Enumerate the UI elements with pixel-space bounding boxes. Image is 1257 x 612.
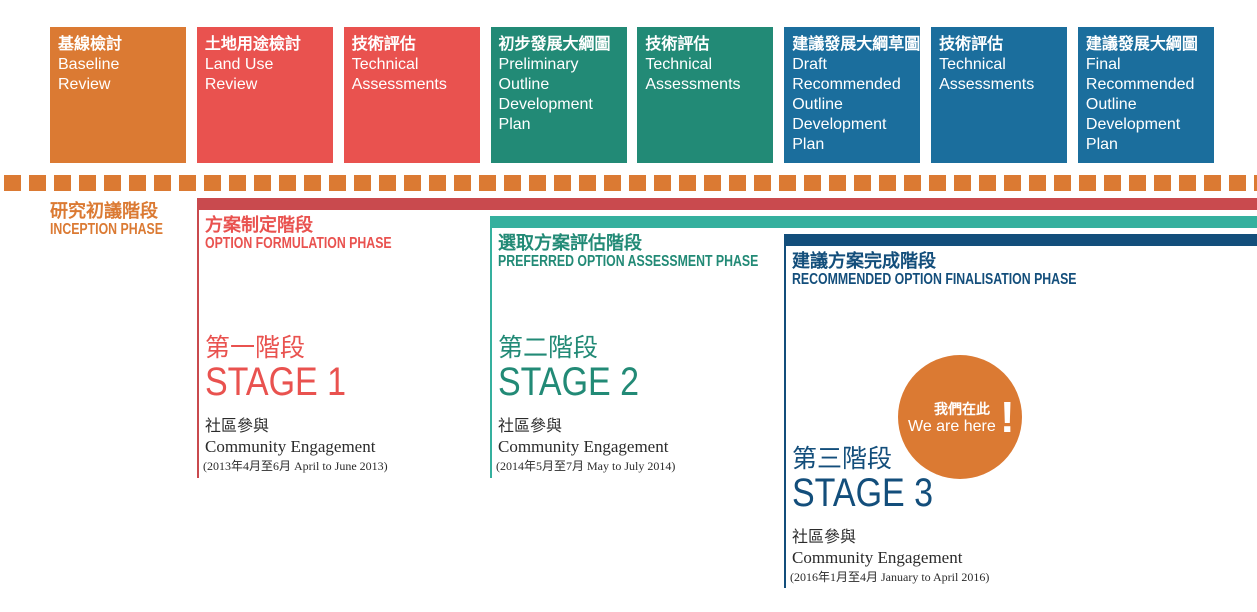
preferred-option-phase-label: 選取方案評估階段 PREFERRED OPTION ASSESSMENT PHA… [498, 232, 798, 272]
task-title-en-line: Development [1085, 116, 1181, 133]
task-box-draft-recommended-odp: 建議發展大綱草圖 Draft Recommended Outline Devel… [784, 27, 920, 163]
task-title-zh: 建議發展大綱圖 [1085, 36, 1198, 53]
task-title-en-line: Review [58, 76, 111, 93]
task-title-zh: 初步發展大綱圖 [498, 36, 611, 53]
task-title-en-line: Draft [792, 56, 827, 73]
task-title-en-line: Outline [792, 96, 843, 113]
phase-title-zh: 方案制定階段 [205, 215, 313, 235]
task-box-final-recommended-odp: 建議發展大綱圖 Final Recommended Outline Develo… [1077, 27, 1214, 163]
task-title-zh: 基線檢討 [58, 36, 123, 53]
recommended-option-phase-line [784, 234, 786, 588]
preferred-option-phase-bar [490, 216, 1257, 228]
option-formulation-phase-bar [197, 198, 1257, 210]
stage-2: 第二階段 STAGE 2 社區參與 Community Engagement (… [496, 333, 748, 478]
engagement-period: (2014年5月至7月 May to July 2014) [496, 459, 676, 473]
task-box-land-use-review: 土地用途檢討 Land Use Review [196, 27, 333, 163]
phase-title-zh: 選取方案評估階段 [498, 233, 642, 253]
task-title-en-line: Technical [351, 56, 419, 73]
stage-title-zh: 第二階段 [498, 334, 599, 362]
phase-title-en: INCEPTION PHASE [50, 221, 163, 238]
stage-3: 第三階段 STAGE 3 社區參與 Community Engagement (… [790, 444, 1042, 589]
task-box-technical-assessments-3: 技術評估 Technical Assessments [931, 27, 1068, 163]
task-title-en-line: Plan [1085, 136, 1118, 153]
inception-phase-label: 研究初議階段 INCEPTION PHASE [50, 200, 350, 240]
task-title-en-line: Development [792, 116, 887, 133]
engagement-label-zh: 社區參與 [498, 418, 563, 435]
task-title-en-line: Land Use [204, 56, 274, 73]
engagement-period: (2013年4月至6月 April to June 2013) [203, 459, 388, 473]
task-title-en-line: Plan [498, 116, 531, 133]
task-box-technical-assessments-1: 技術評估 Technical Assessments [343, 27, 480, 163]
engagement-label-en: Community Engagement [205, 437, 376, 456]
we-are-here-marker: 我們在此 We are here ! [898, 355, 1022, 479]
task-box-baseline-review: 基線檢討 Baseline Review [50, 27, 186, 163]
we-are-here-label-en: We are here [908, 418, 996, 435]
phase-title-en: OPTION FORMULATION PHASE [205, 235, 392, 252]
task-title-en-line: Technical [939, 56, 1006, 73]
task-title-en-line: Development [498, 96, 593, 113]
task-title-en-line: Assessments [645, 76, 741, 93]
engagement-label-en: Community Engagement [498, 437, 669, 456]
task-title-en-line: Preliminary [498, 56, 579, 73]
task-title-en-line: Outline [498, 76, 550, 93]
stage-title-en: STAGE 2 [498, 360, 640, 404]
task-title-en-line: Technical [645, 56, 713, 73]
recommended-option-phase-bar [784, 234, 1257, 246]
engagement-label-zh: 社區參與 [792, 529, 857, 546]
task-title-zh: 技術評估 [939, 36, 1004, 53]
stage-title-en: STAGE 1 [205, 360, 347, 404]
task-title-en-line: Final [1085, 56, 1121, 73]
task-box-preliminary-odp: 初步發展大綱圖 Preliminary Outline Development … [490, 27, 627, 163]
task-title-en-line: Assessments [939, 76, 1035, 93]
engagement-label-zh: 社區參與 [205, 418, 270, 435]
timeline-dashed-line [0, 175, 1257, 191]
task-boxes: 基線檢討 Baseline Review 土地用途檢討 Land Use Rev… [50, 27, 1214, 163]
task-title-zh: 技術評估 [645, 36, 710, 53]
stage-title-zh: 第三階段 [792, 445, 893, 473]
option-formulation-phase-label: 方案制定階段 OPTION FORMULATION PHASE [205, 214, 505, 254]
phase-title-en: RECOMMENDED OPTION FINALISATION PHASE [792, 271, 1077, 288]
task-box-technical-assessments-2: 技術評估 Technical Assessments [637, 27, 774, 163]
phase-title-zh: 研究初議階段 [50, 201, 158, 221]
option-formulation-phase-line [197, 198, 199, 478]
task-title-en-line: Baseline [58, 56, 120, 73]
stage-title-en: STAGE 3 [792, 471, 934, 515]
recommended-option-phase-label: 建議方案完成階段 RECOMMENDED OPTION FINALISATION… [792, 250, 1092, 290]
task-title-en-line: Review [204, 76, 258, 93]
task-title-zh: 土地用途檢討 [204, 36, 301, 53]
stage-title-zh: 第一階段 [205, 334, 306, 362]
preferred-option-phase-line [490, 216, 492, 478]
engagement-period: (2016年1月至4月 January to April 2016) [790, 570, 990, 584]
task-title-en-line: Plan [792, 136, 825, 153]
task-title-en-line: Outline [1085, 96, 1137, 113]
task-title-en-line: Recommended [792, 76, 901, 93]
task-title-zh: 技術評估 [351, 36, 416, 53]
phase-title-en: PREFERRED OPTION ASSESSMENT PHASE [498, 253, 759, 270]
we-are-here-label-zh: 我們在此 [934, 401, 990, 417]
stage-1: 第一階段 STAGE 1 社區參與 Community Engagement (… [203, 333, 455, 478]
phase-title-zh: 建議方案完成階段 [792, 251, 936, 271]
exclamation-icon: ! [1000, 393, 1015, 442]
task-title-en-line: Assessments [351, 76, 447, 93]
engagement-label-en: Community Engagement [792, 548, 963, 567]
task-title-en-line: Recommended [1085, 76, 1195, 93]
task-title-zh: 建議發展大綱草圖 [792, 36, 921, 53]
